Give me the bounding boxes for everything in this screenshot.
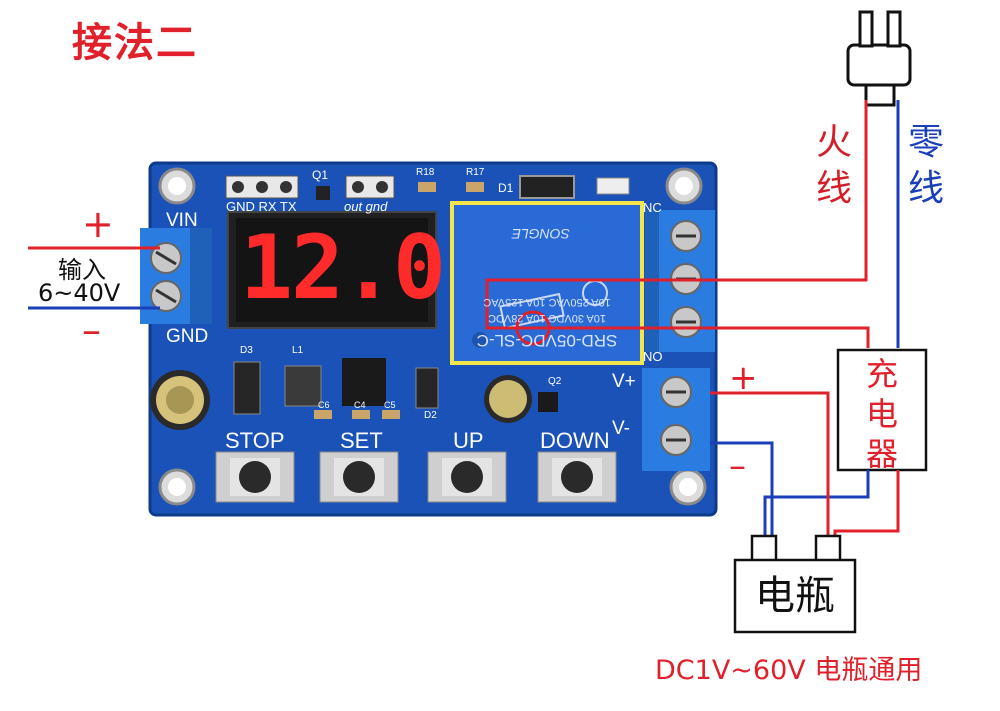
serial-header <box>225 175 299 199</box>
push-buttons <box>215 451 617 503</box>
charger-char-1: 充 <box>865 355 898 393</box>
charger-label: 充 电 器 <box>838 354 926 474</box>
down-button-label: DOWN <box>540 428 610 453</box>
nc-label: NC <box>643 200 662 215</box>
q1-label: Q1 <box>312 168 329 182</box>
r17-label: R17 <box>466 167 485 178</box>
up-button-label: UP <box>453 428 484 453</box>
out-header <box>345 175 395 199</box>
relay-model: SRD-05VDC-SL-C <box>476 331 618 350</box>
relay-brand: SONGLE <box>511 226 570 242</box>
voltage-terminal <box>642 368 710 471</box>
page-title: 接法二 <box>72 20 198 66</box>
header-pins-label: GND RX TX <box>226 199 297 214</box>
relay-markings: SRD-05VDC-SL-C 10A 30VDC 10A 28VDC 10A 2… <box>458 210 636 356</box>
relay-spec-1: 10A 30VDC 10A 28VDC <box>487 312 607 324</box>
d1-label: D1 <box>498 181 514 195</box>
c4-label: C4 <box>354 400 366 410</box>
l1-label: L1 <box>292 345 304 356</box>
gnd-label: GND <box>166 326 209 347</box>
v-minus-label: V- <box>612 418 630 439</box>
c5-label: C5 <box>384 400 396 410</box>
mounting-holes <box>158 167 707 506</box>
input-voltage-range: 6~40V <box>38 279 121 307</box>
input-plus-sign: + <box>82 202 114 246</box>
no-label: NO <box>643 349 663 364</box>
out-gnd-label: out gnd <box>344 199 388 214</box>
battery-label: 电瓶 <box>755 573 835 619</box>
charger-char-3: 器 <box>865 435 898 473</box>
live-wire-label: 火线 <box>816 122 853 209</box>
battery-voltage-note: DC1V~60V 电瓶通用 <box>655 655 923 686</box>
stop-button-label: STOP <box>225 428 285 453</box>
input-minus-sign: – <box>82 308 101 352</box>
d2-label: D2 <box>424 410 437 421</box>
input-label: 输入 <box>58 256 106 284</box>
d3-label: D3 <box>240 345 253 356</box>
battery <box>733 534 857 634</box>
charger-char-2: 电 <box>865 395 898 433</box>
relay-spec-2: 10A 250VAC 10A 125VAC <box>483 296 611 308</box>
r18-label: R18 <box>416 167 435 178</box>
vin-label: VIN <box>166 210 198 231</box>
capacitor-right <box>484 375 532 423</box>
v-plus-label: V+ <box>612 371 636 392</box>
c6-label: C6 <box>318 400 330 410</box>
battery-minus-sign: – <box>729 446 746 486</box>
display-reading: 12.0 <box>240 216 446 319</box>
led-display <box>227 211 437 329</box>
charger-box <box>836 348 928 472</box>
capacitor-left <box>150 370 210 430</box>
input-terminal <box>140 228 212 324</box>
q2-label: Q2 <box>548 376 562 387</box>
neutral-wire-label: 零线 <box>908 122 945 209</box>
set-button-label: SET <box>340 428 383 453</box>
plug-icon <box>846 10 912 107</box>
battery-plus-sign: + <box>729 358 758 398</box>
